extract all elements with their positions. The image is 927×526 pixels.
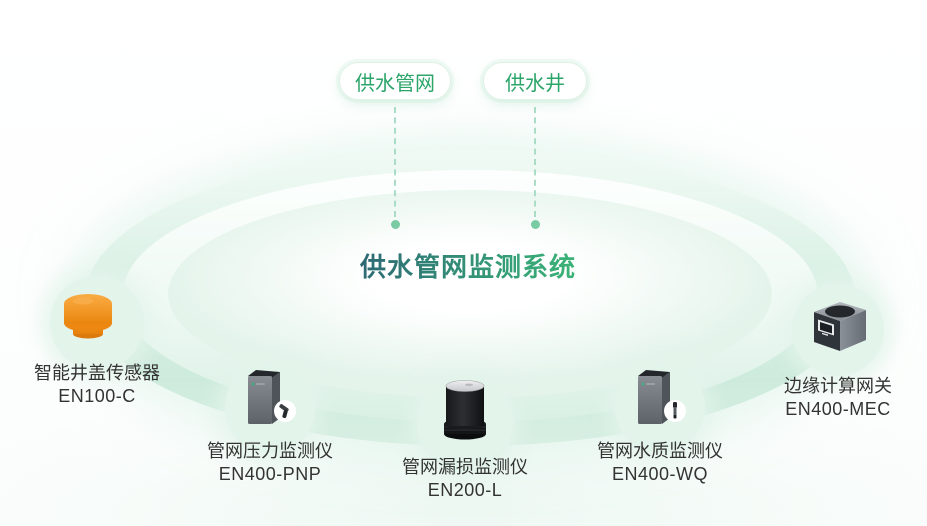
- connector-dot-left: [391, 220, 400, 229]
- pressure-monitor-icon: [248, 370, 296, 424]
- device-leak-monitor: 管网漏损监测仪 EN200-L: [380, 368, 550, 518]
- device-name: 管网压力监测仪: [207, 441, 333, 461]
- manhole-cover-sensor-icon: [64, 294, 112, 339]
- tag-supply-pipeline[interactable]: 供水管网: [339, 62, 451, 100]
- device-model: EN100-C: [58, 386, 136, 406]
- connector-line-right: [534, 107, 536, 217]
- tag-supply-pipeline-label: 供水管网: [355, 72, 435, 95]
- device-manhole-cover-sensor: 智能井盖传感器 EN100-C: [17, 274, 177, 424]
- device-name: 边缘计算网关: [784, 376, 892, 396]
- leak-monitor-icon: [444, 380, 486, 440]
- device-edge-gateway: 边缘计算网关 EN400-MEC: [753, 282, 923, 432]
- device-model: EN400-MEC: [785, 399, 891, 419]
- connector-line-left: [394, 107, 396, 217]
- device-name: 智能井盖传感器: [34, 363, 160, 383]
- connector-dot-right: [531, 220, 540, 229]
- device-name: 管网漏损监测仪: [402, 457, 528, 477]
- tag-supply-well[interactable]: 供水井: [483, 62, 587, 100]
- tag-supply-well-label: 供水井: [505, 72, 565, 95]
- device-model: EN400-PNP: [218, 464, 322, 484]
- edge-gateway-icon: [814, 302, 866, 351]
- system-title: 供水管网监测系统: [333, 247, 603, 284]
- device-name: 管网水质监测仪: [597, 441, 723, 461]
- device-pressure-monitor: 管网压力监测仪 EN400-PNP: [185, 360, 355, 510]
- water-quality-monitor-icon: [638, 370, 686, 424]
- device-model: EN400-WQ: [611, 464, 709, 484]
- device-model: EN200-L: [427, 480, 503, 500]
- device-water-quality-monitor: 管网水质监测仪 EN400-WQ: [575, 360, 745, 510]
